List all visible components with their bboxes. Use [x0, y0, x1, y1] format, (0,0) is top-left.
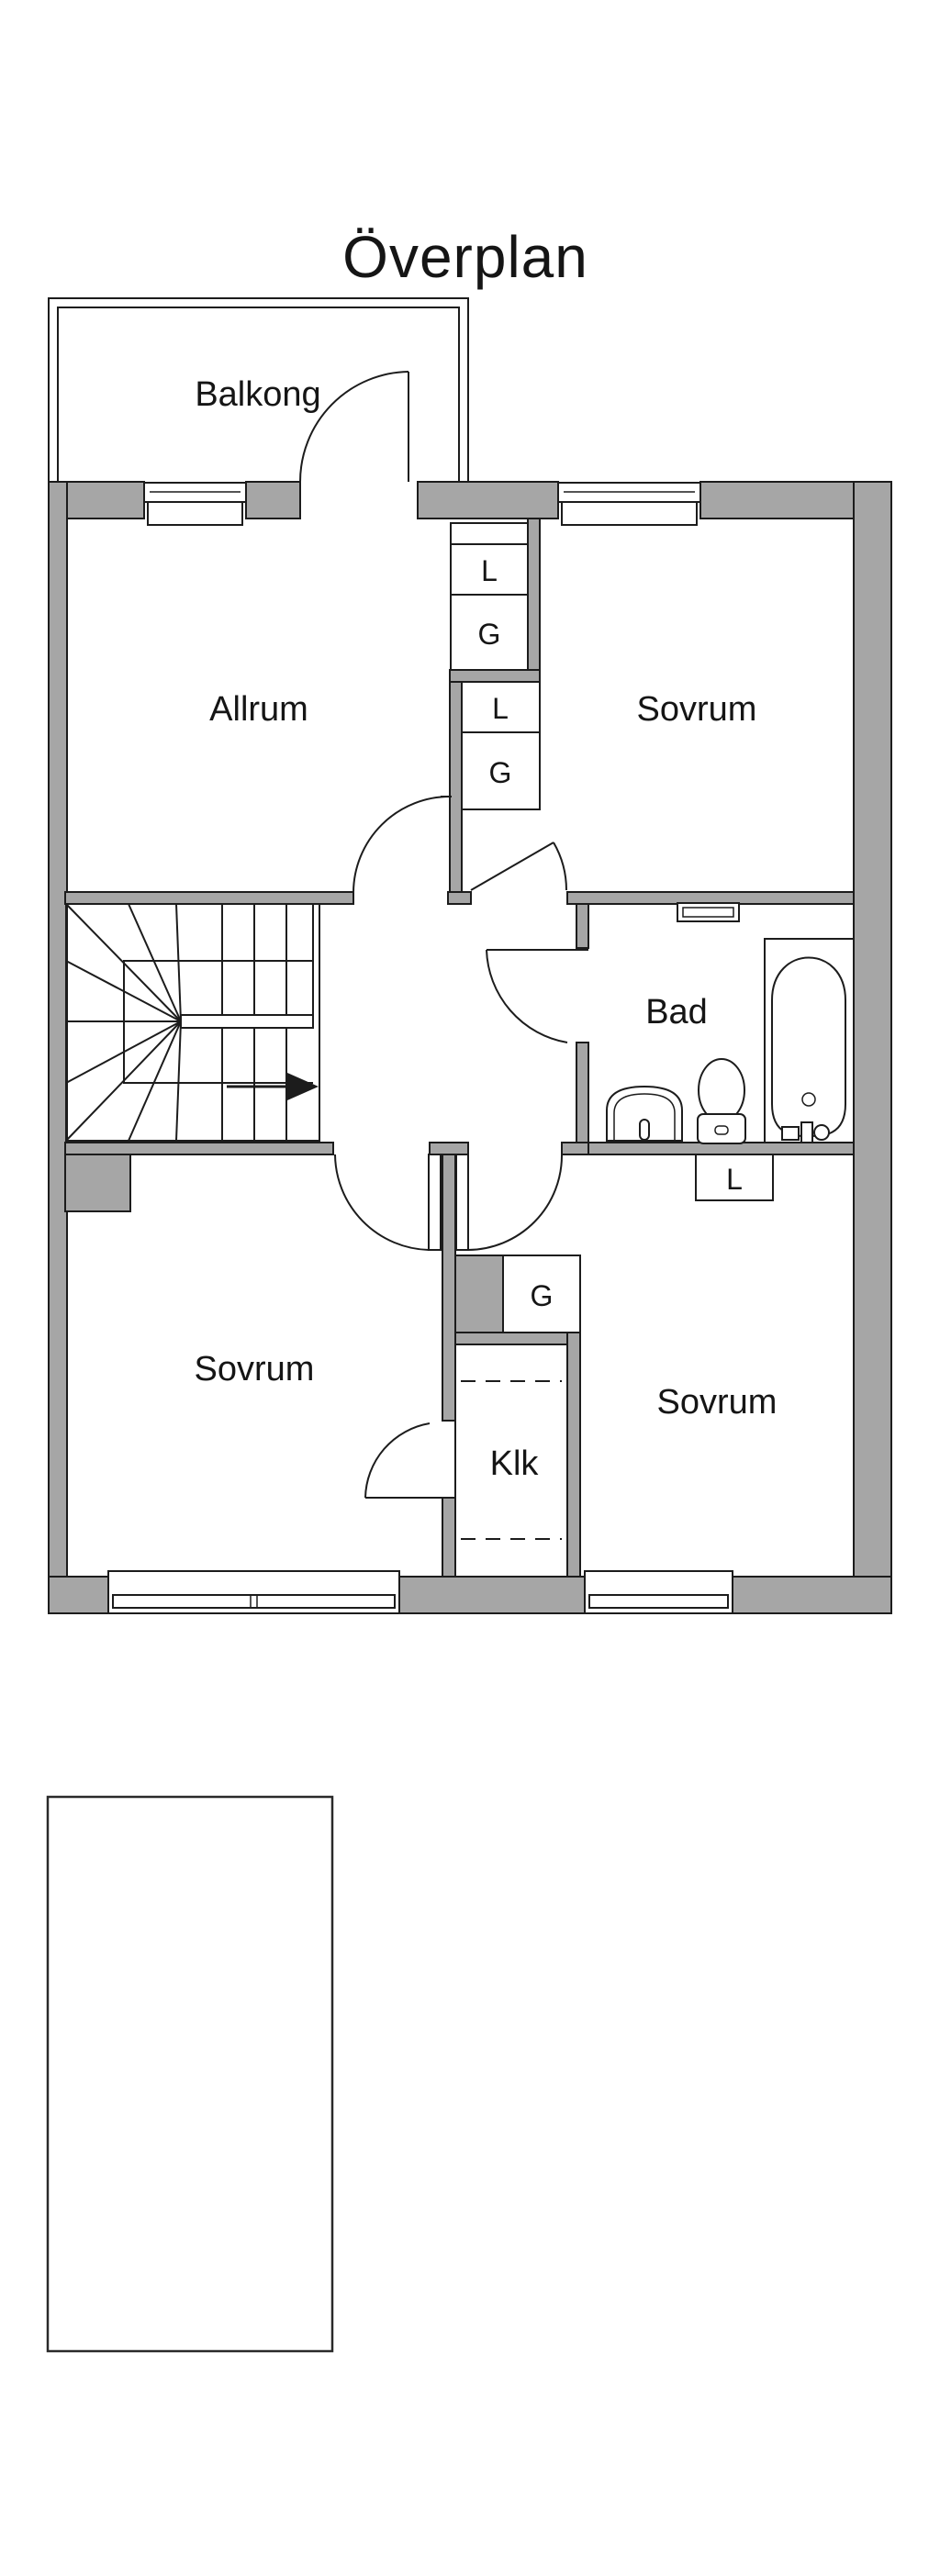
wall-bottom-2	[398, 1576, 586, 1614]
closet-label-l2: L	[492, 692, 509, 725]
room-label-bad: Bad	[645, 993, 708, 1032]
closet-label-g3: G	[531, 1279, 554, 1312]
wall-right	[853, 481, 892, 1614]
doors	[334, 796, 588, 1499]
sink	[606, 1085, 683, 1142]
door-klk	[364, 1422, 442, 1499]
room-label-balkong: Balkong	[195, 375, 320, 414]
stairs-winder-treads	[65, 903, 182, 1142]
wall-bad-west-lower	[576, 1042, 589, 1143]
wall-closet-mid	[449, 669, 541, 683]
room-label-klk: Klk	[490, 1444, 540, 1483]
lower-floor-outline	[46, 1795, 334, 2353]
door-sovrum-bottom-left	[334, 1154, 442, 1251]
wall-bad-west-upper	[576, 903, 589, 949]
outer-walls	[48, 481, 892, 1614]
page-title: Överplan	[342, 224, 588, 290]
windows	[107, 482, 740, 1614]
balcony-railing-outer	[48, 297, 469, 482]
stairs	[65, 903, 320, 1142]
wall-klk-north	[454, 1332, 568, 1345]
door-allrum	[352, 796, 452, 893]
wall-stair-south	[64, 1142, 334, 1155]
wall-klk-east	[566, 1332, 581, 1578]
bathroom-fixtures	[606, 938, 855, 1144]
room-label-sovrum-top: Sovrum	[637, 690, 757, 729]
wall-top-3	[417, 481, 559, 519]
door-bad	[486, 949, 588, 1043]
closets: L G L G L G	[450, 522, 774, 1578]
closet-bath-linen: L	[695, 1154, 774, 1201]
door-corridor	[455, 1154, 564, 1251]
wall-left	[48, 481, 68, 1614]
wall-bottom-3	[732, 1576, 892, 1614]
stairs-center-rail	[180, 1014, 314, 1029]
room-label-sovrum-bottom-left: Sovrum	[195, 1350, 315, 1388]
wall-chimney-stub	[64, 1154, 131, 1212]
wall-corridor-west-lower	[442, 1497, 456, 1578]
closet-label-l1: L	[481, 554, 498, 587]
window-bad	[677, 902, 740, 922]
closet-label-g2: G	[489, 756, 512, 789]
room-label-sovrum-bottom-right: Sovrum	[657, 1383, 778, 1422]
room-label-allrum: Allrum	[209, 690, 308, 729]
wall-bad-cap	[561, 1142, 589, 1155]
balcony-railing-inner	[57, 307, 460, 482]
wall-closet-west	[449, 681, 463, 893]
wall-corridor-west-upper	[442, 1154, 456, 1422]
bathtub	[764, 938, 855, 1143]
closet-label-l3: L	[726, 1163, 743, 1196]
balcony-door-arc	[299, 371, 409, 483]
wall-hall-south-piece	[429, 1142, 469, 1155]
wall-hall-cap	[447, 891, 472, 905]
wall-top-2	[245, 481, 301, 519]
closet-lower-wardrobe: G	[502, 1255, 581, 1333]
closet-label-g1: G	[478, 618, 501, 651]
wall-bottom-1	[48, 1576, 109, 1614]
door-sovrum-top	[470, 842, 567, 891]
window-sovrum-bottom-left	[107, 1570, 400, 1614]
window-sovrum-top	[557, 482, 701, 526]
closet-middle-pair: L G	[461, 681, 541, 810]
toilet	[697, 1058, 746, 1144]
closet-klk	[454, 1344, 568, 1578]
window-sovrum-bottom-right	[584, 1570, 733, 1614]
wall-closet-block	[454, 1255, 504, 1333]
closet-upper-pair: L G	[450, 522, 529, 671]
window-allrum	[143, 482, 247, 526]
wall-closet-east	[527, 518, 541, 671]
balcony: Balkong	[48, 297, 469, 483]
wall-allrum-south	[64, 891, 354, 905]
stairs-direction-arrow	[227, 1073, 319, 1100]
